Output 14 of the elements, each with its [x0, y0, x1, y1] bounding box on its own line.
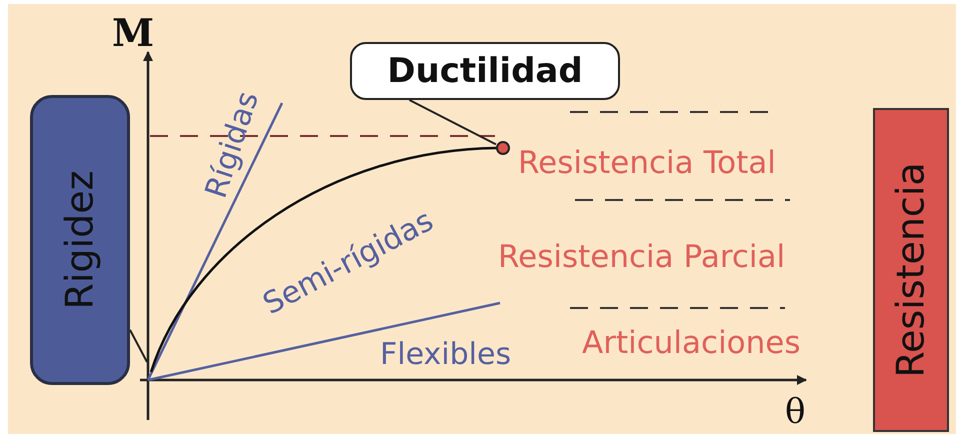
- label-box: [873, 108, 949, 432]
- node-text: Rigidez: [58, 170, 102, 310]
- node-text: Resistencia: [889, 162, 933, 378]
- zone-label: Articulaciones: [582, 328, 801, 359]
- axis-label: M: [112, 14, 154, 52]
- zone-label: Resistencia Total: [518, 148, 776, 179]
- zone-label: Resistencia Parcial: [498, 242, 786, 273]
- line-label: Flexibles: [380, 340, 512, 370]
- callout-bubble: [350, 42, 620, 100]
- callout-box: [30, 95, 130, 385]
- callout-tail: [129, 329, 148, 362]
- callout-tail: [408, 99, 496, 146]
- axis-label: θ: [785, 395, 806, 429]
- node-text: Ductilidad: [387, 51, 583, 91]
